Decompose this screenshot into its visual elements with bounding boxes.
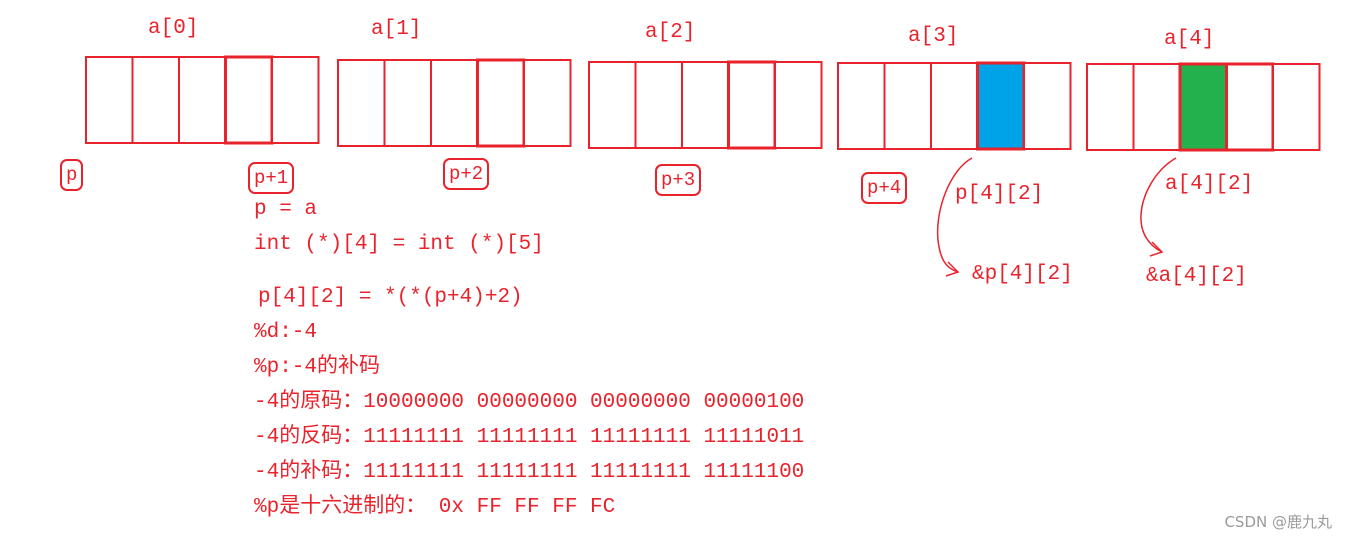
cell-a1-1: [383, 59, 432, 147]
cell-a1-2: [430, 59, 479, 147]
cell-a4-3: [1225, 62, 1275, 152]
cell-a4-4: [1272, 63, 1321, 151]
pointer-p: p: [60, 159, 84, 191]
pointer-p-plus-1: p+1: [248, 162, 295, 194]
note-line: %p是十六进制的： 0x FF FF FF FC: [254, 496, 616, 519]
csdn-watermark: CSDN @鹿九丸: [1224, 513, 1332, 531]
note-line: p[4][2] = *(*(p+4)+2): [258, 286, 523, 309]
cell-a2-0: [588, 61, 637, 149]
cell-a2-3: [727, 60, 777, 150]
cell-a3-2: [930, 62, 979, 150]
cell-a0-3: [224, 55, 274, 145]
note-line: -4的原码：10000000 00000000 00000000 0000010…: [254, 391, 805, 414]
pointer-p-plus-3: p+3: [655, 164, 702, 196]
label-a-4-2: a[4][2]: [1165, 173, 1254, 196]
cell-a4-1: [1132, 63, 1181, 151]
label-address-a-4-2: &a[4][2]: [1146, 265, 1247, 288]
label-p-4-2: p[4][2]: [955, 183, 1044, 206]
pointer-p-plus-2: p+2: [443, 158, 490, 190]
explanation-notes: p = a int (*)[4] = int (*)[5] p[4][2] = …: [254, 196, 804, 529]
note-line: -4的反码：11111111 11111111 11111111 1111101…: [254, 426, 805, 449]
cell-a3-1: [883, 62, 932, 150]
cell-a2-4: [774, 61, 823, 149]
cell-a4-2: [1178, 62, 1228, 152]
annotation-arrows: [936, 157, 1177, 277]
arrow-p42-head: [945, 261, 960, 277]
cell-a0-1: [131, 56, 180, 144]
group-label-a4: a[4]: [1164, 28, 1215, 51]
group-label-a1: a[1]: [371, 18, 422, 41]
cell-a3-0: [837, 62, 886, 150]
cell-a0-2: [178, 56, 227, 144]
note-line: p = a: [254, 198, 318, 221]
note-line: -4的补码：11111111 11111111 11111111 1111110…: [254, 461, 805, 484]
group-label-a0: a[0]: [148, 17, 199, 40]
group-label-a2: a[2]: [645, 21, 696, 44]
cell-a0-0: [85, 56, 134, 144]
cell-a1-4: [523, 59, 572, 147]
group-label-a3: a[3]: [908, 25, 959, 48]
array-cells: [85, 55, 1321, 152]
cell-a1-3: [476, 58, 526, 148]
label-address-p-4-2: &p[4][2]: [972, 263, 1073, 286]
note-line: %p:-4的补码: [254, 356, 381, 379]
note-line: %d:-4: [254, 321, 318, 344]
arrow-p42-curve: [936, 157, 973, 273]
cell-a3-3: [976, 61, 1026, 151]
arrow-a42-curve: [1140, 157, 1177, 253]
cell-a2-1: [634, 61, 683, 149]
cell-a3-4: [1023, 62, 1072, 150]
pointer-p-plus-4: p+4: [861, 172, 908, 204]
cell-a2-2: [681, 61, 730, 149]
cell-a0-4: [271, 56, 320, 144]
cell-a4-0: [1086, 63, 1135, 151]
arrow-a42-head: [1149, 241, 1164, 257]
note-line: int (*)[4] = int (*)[5]: [254, 233, 544, 256]
cell-a1-0: [337, 59, 386, 147]
